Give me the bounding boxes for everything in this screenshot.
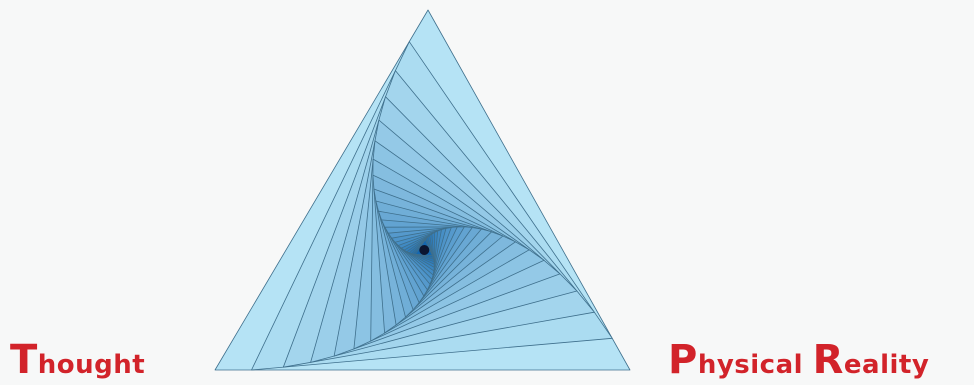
label-thought-rest: hought [38, 350, 145, 380]
label-reality-rest: eality [844, 350, 929, 380]
label-physical-initial: P [668, 337, 698, 383]
label-thought-initial: T [10, 337, 38, 383]
label-physical-reality: Physical Reality [668, 340, 929, 380]
label-thought: Thought [10, 340, 145, 380]
label-physical-rest: hysical [698, 350, 803, 380]
label-space [803, 350, 813, 380]
label-reality-initial: R [813, 337, 844, 383]
spiral-center [419, 245, 429, 255]
nested-triangles [215, 10, 630, 370]
